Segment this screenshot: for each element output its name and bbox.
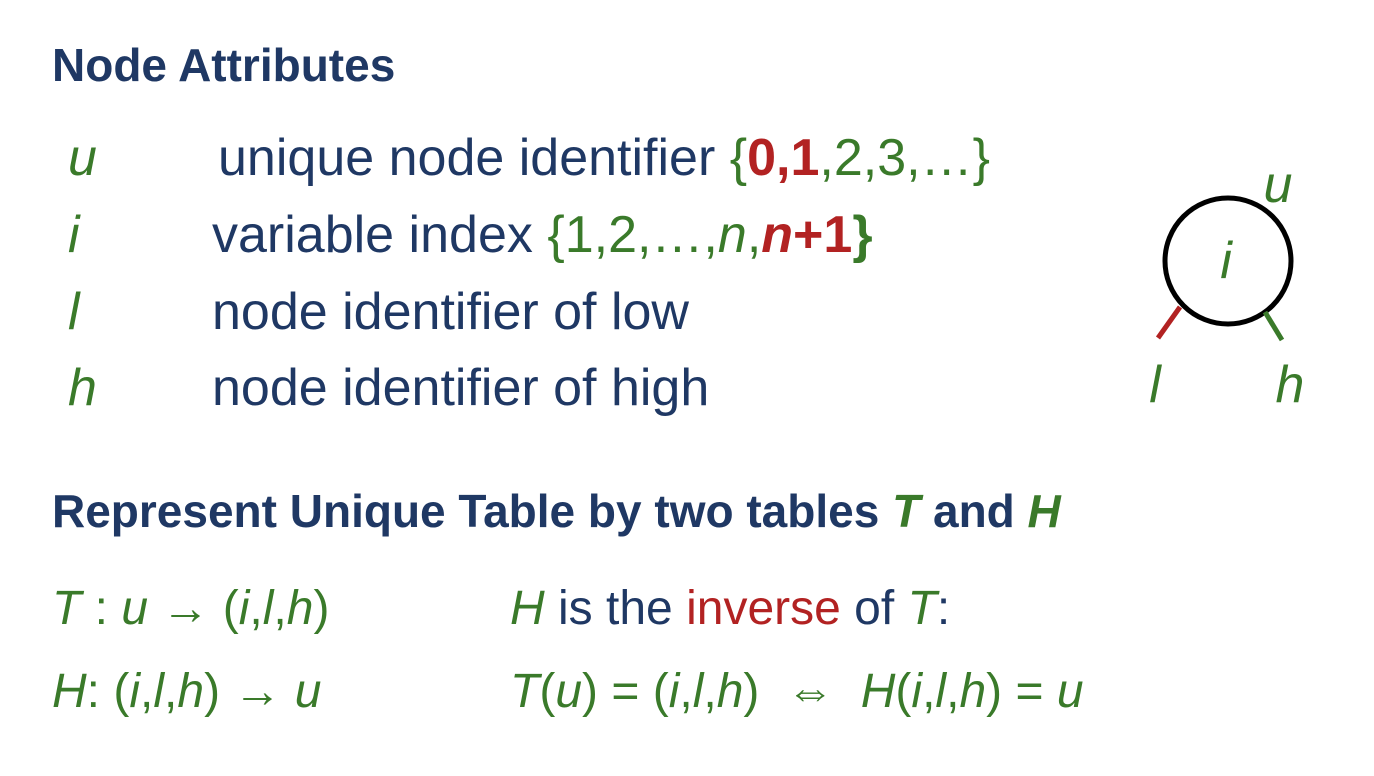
sym-u: u [121, 582, 149, 635]
sym-u: u [555, 665, 583, 718]
comma: , [922, 665, 936, 718]
high-edge [1262, 310, 1285, 342]
text-of: of [840, 582, 908, 635]
sym-u: u [294, 665, 322, 718]
sym-u: u [1056, 665, 1084, 718]
description-text: unique node identifier [218, 129, 716, 187]
paren-close: ) [743, 665, 760, 718]
paren-open: ( [539, 665, 556, 718]
set-close: } [852, 206, 873, 264]
formula-inverse: H is the inverse of T: [510, 585, 950, 633]
colon: : [936, 582, 951, 635]
paren-open: ( [222, 582, 239, 635]
description-text: variable index [212, 206, 533, 264]
set-comma: , [776, 129, 791, 187]
heading-node-attributes: Node Attributes [52, 39, 396, 91]
sym-H: H [52, 665, 87, 718]
text-is-the: is the [544, 582, 687, 635]
attribute-symbol: l [68, 283, 80, 341]
comma: , [164, 665, 178, 718]
sym-i: i [911, 665, 923, 718]
sym-T: T [52, 582, 82, 635]
colon: : [81, 582, 122, 635]
attribute-description: node identifier of low [212, 283, 689, 341]
sym-h: h [286, 582, 314, 635]
equals: ) = ( [582, 665, 669, 718]
comma: , [703, 665, 717, 718]
arrow: → [148, 582, 223, 635]
sym-h: h [959, 665, 987, 718]
paren-open: ( [895, 665, 912, 718]
low-edge [1155, 305, 1183, 340]
sym-i: i [129, 665, 140, 718]
paren-close: ) [204, 665, 221, 718]
attribute-description: unique node identifier {0,1,2,3,…} [218, 132, 990, 184]
sym-l: l [153, 665, 165, 718]
iff-symbol: ⇔ [759, 665, 861, 718]
value-set: {1,2,…,n,n+1} [547, 206, 872, 264]
sym-T: T [510, 665, 540, 718]
sym-l: l [262, 582, 274, 635]
attribute-description: node identifier of high [212, 359, 710, 417]
set-open: {1,2,…, [547, 206, 718, 264]
attribute-symbol: h [68, 359, 97, 417]
equals: ) = [986, 665, 1057, 718]
set-zero: 0 [747, 129, 777, 187]
value-set: {0,1,2,3,…} [730, 129, 990, 187]
paren-close: ) [313, 582, 330, 635]
sym-h: h [177, 665, 205, 718]
set-n: n [717, 206, 747, 264]
comma: , [249, 582, 263, 635]
formula-equivalence: T(u) = (i,l,h) ⇔ H(i,l,h) = u [510, 668, 1084, 716]
attribute-symbol: u [68, 129, 97, 187]
heading-text: Represent Unique Table by two tables [52, 485, 880, 537]
sym-H: H [510, 582, 545, 635]
set-one: 1 [790, 129, 820, 187]
formula-h-map: H: (i,l,h) → u [52, 668, 321, 716]
sym-l: l [935, 665, 947, 718]
attribute-symbol: i [68, 206, 80, 264]
sym-l: l [692, 665, 704, 718]
sym-h: h [716, 665, 744, 718]
arrow: → [220, 665, 295, 718]
heading-T: T [892, 485, 921, 537]
comma: , [273, 582, 287, 635]
sym-H: H [860, 665, 896, 718]
node-diagram: i u l h [1149, 156, 1305, 414]
comma: , [946, 665, 960, 718]
comma: , [140, 665, 154, 718]
set-n-plus: n [761, 206, 794, 264]
text-inverse: inverse [686, 582, 841, 635]
sym-i: i [238, 582, 250, 635]
node-label-u: u [1264, 156, 1293, 214]
node-label-i: i [1220, 232, 1233, 290]
set-comma: , [746, 206, 762, 264]
sym-T: T [907, 582, 937, 635]
attribute-description: variable index {1,2,…,n,n+1} [212, 209, 873, 261]
node-circle [1162, 195, 1294, 327]
node-label-l: l [1149, 356, 1162, 414]
paren-open: ( [113, 665, 130, 718]
formula-t-map: T : u → (i,l,h) [52, 585, 329, 633]
sym-i: i [668, 665, 680, 718]
set-open: { [729, 129, 748, 187]
heading-and: and [932, 485, 1015, 537]
node-label-h: h [1276, 356, 1305, 414]
comma: , [679, 665, 693, 718]
heading-H: H [1027, 485, 1061, 537]
set-plus-one: +1 [793, 206, 853, 264]
set-rest: ,2,3,…} [819, 129, 990, 187]
colon: : [86, 665, 114, 718]
heading-unique-table: Represent Unique Table by two tables T a… [52, 488, 1061, 534]
